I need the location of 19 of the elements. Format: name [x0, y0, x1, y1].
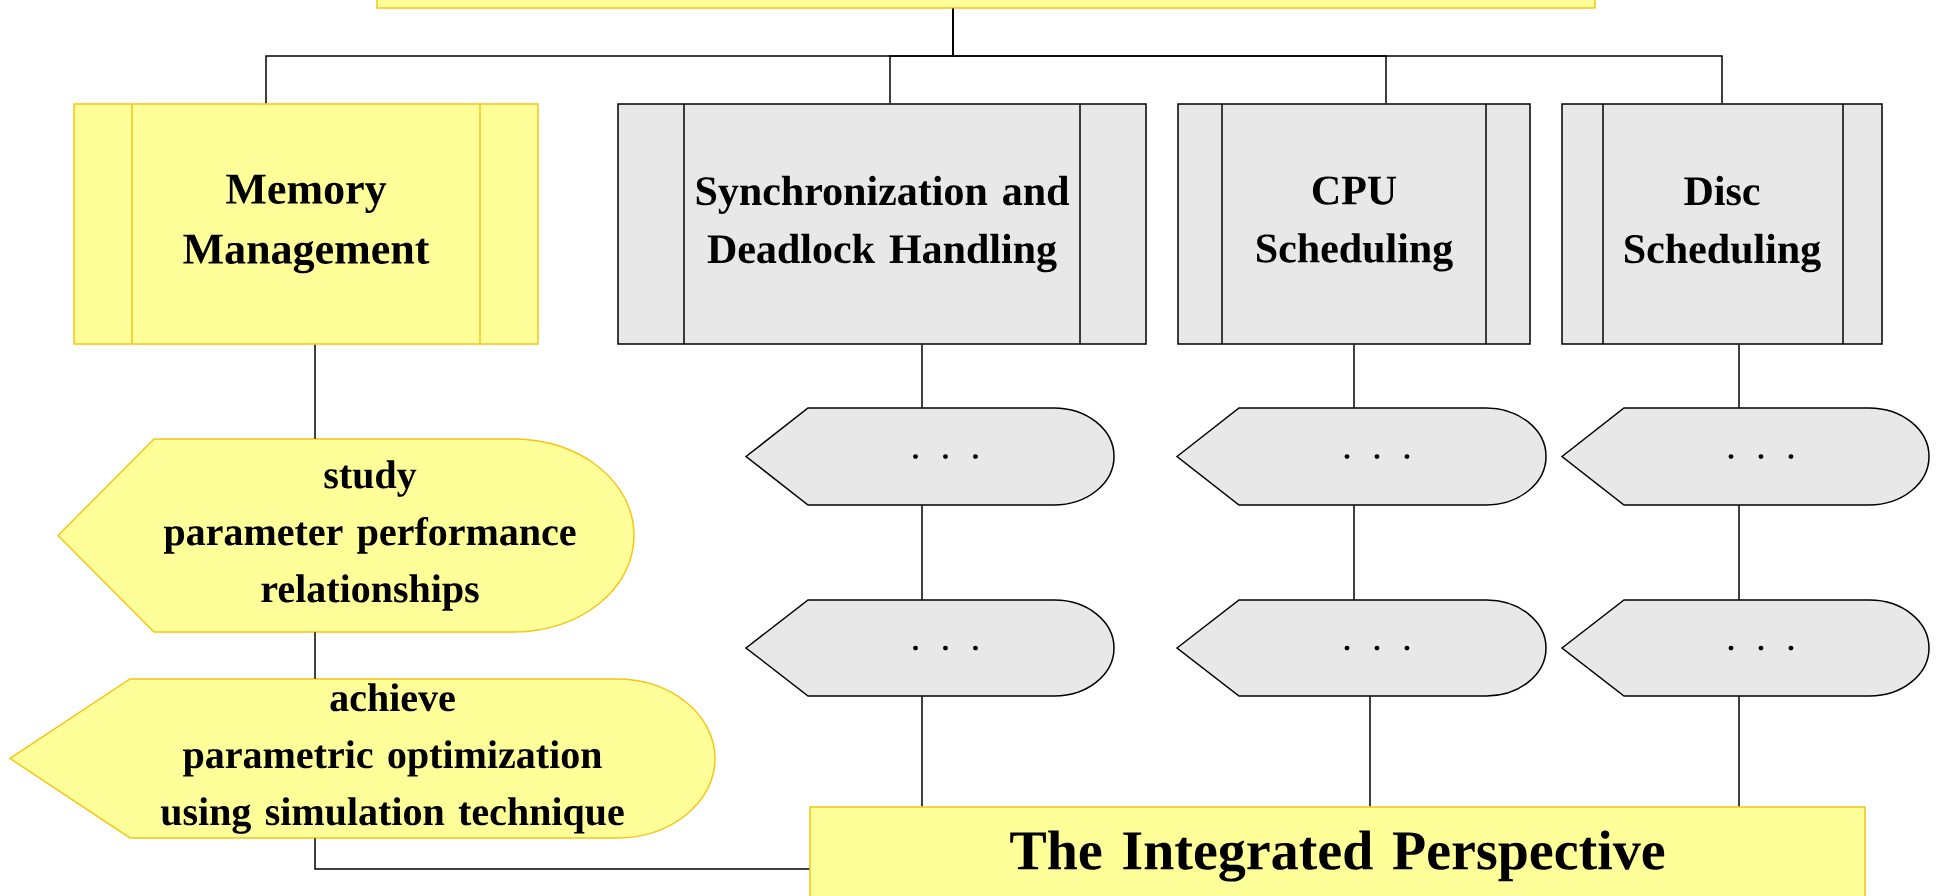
connector-line: [1353, 344, 1355, 409]
connector-line: [1353, 504, 1355, 601]
process-box: Disc Scheduling: [1561, 103, 1883, 345]
connector-line: [921, 504, 923, 601]
connector-line: [1738, 344, 1740, 409]
process-box: CPU Scheduling: [1177, 103, 1531, 345]
connector-line: [921, 344, 923, 409]
connector-line: [1738, 504, 1740, 601]
connector-line: [1369, 695, 1371, 807]
process-box: Memory Management: [73, 103, 539, 345]
connector-line: [314, 837, 810, 870]
connector-line: [921, 695, 923, 807]
connector-line: [314, 631, 316, 680]
connector-line: [952, 8, 1723, 104]
connector-line: [1738, 695, 1740, 807]
title-box: The Integrated Perspective: [809, 806, 1866, 896]
empty-box: [376, 0, 1596, 9]
connector-line: [314, 344, 316, 440]
process-box: Synchronization and Deadlock Handling: [617, 103, 1147, 345]
